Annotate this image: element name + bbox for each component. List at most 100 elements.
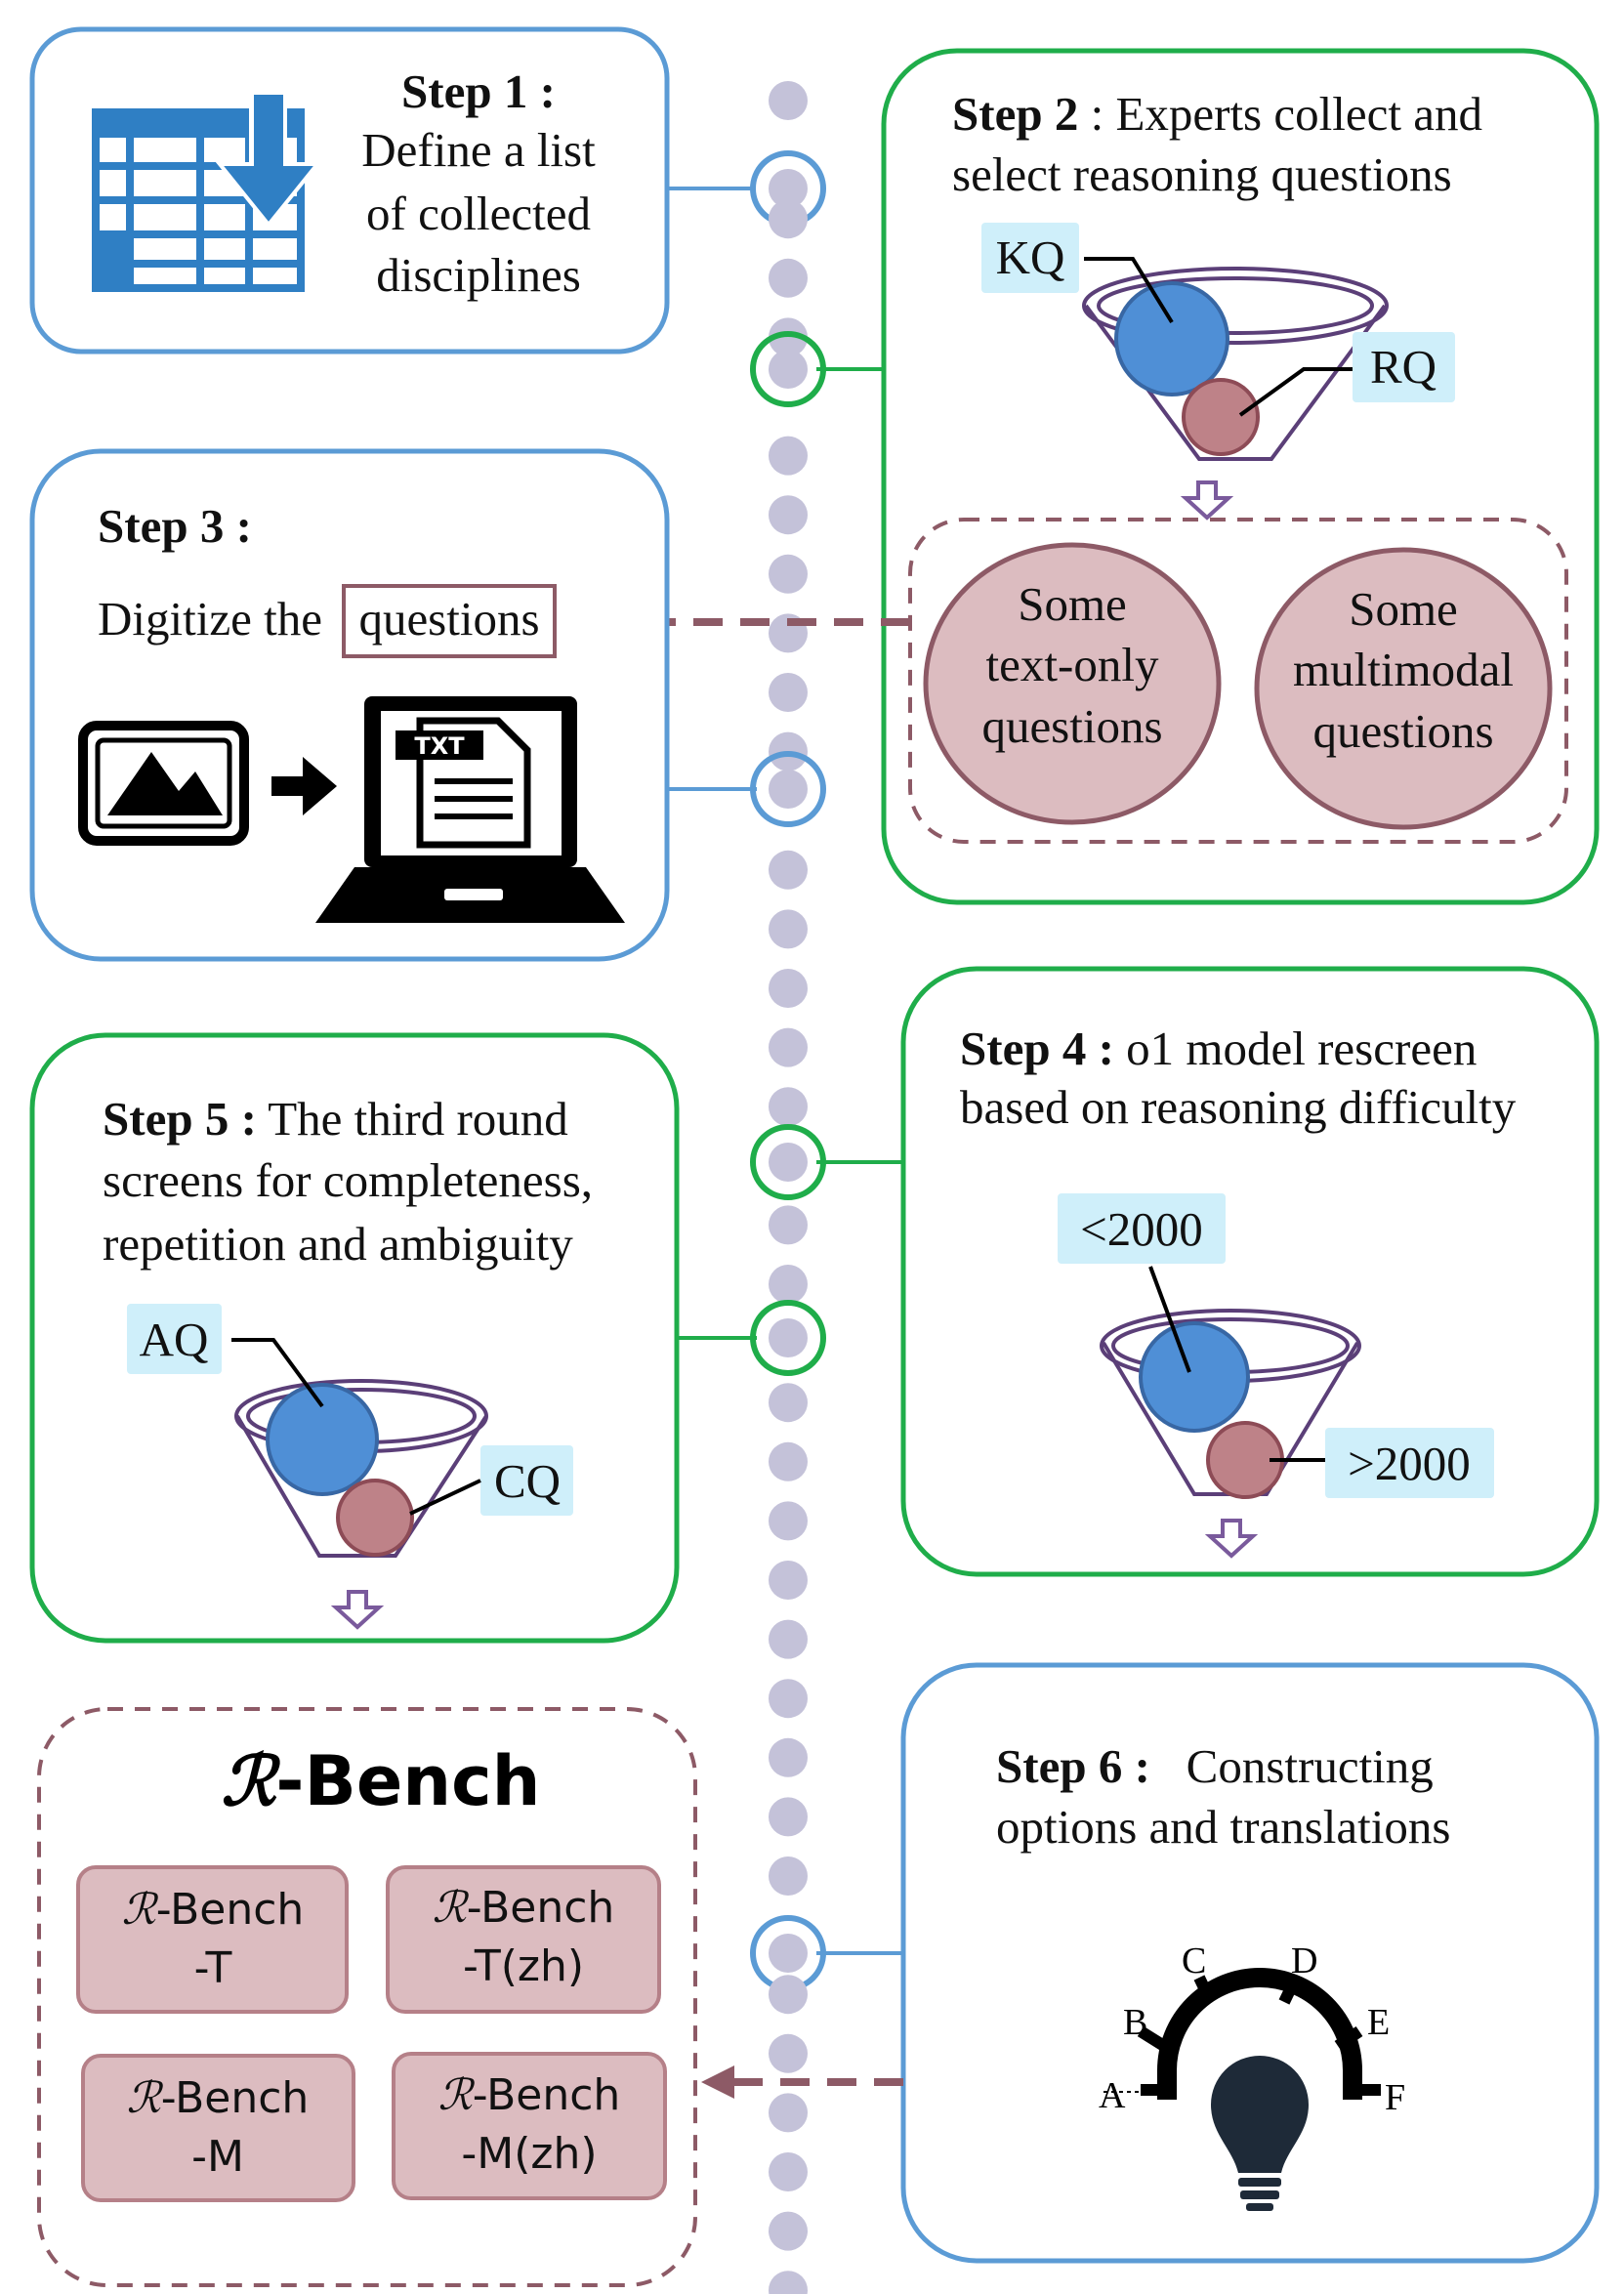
step3-boxed-word: questions bbox=[358, 592, 539, 646]
rq-tag: RQ bbox=[1370, 340, 1437, 394]
down-arrow-icon bbox=[330, 1590, 385, 1630]
option-e-label: E bbox=[1367, 2002, 1390, 2043]
svg-text:Some: Some bbox=[1018, 577, 1127, 631]
rbench-t-line1: ℛ-Bench bbox=[122, 1885, 305, 1935]
option-d-label: D bbox=[1291, 1940, 1317, 1981]
text-only-bubble: Some text-only questions bbox=[923, 542, 1222, 825]
multimodal-bubble: Some multimodal questions bbox=[1254, 547, 1553, 830]
step4-desc-line2: based on reasoning difficulty bbox=[960, 1080, 1517, 1134]
timeline-dot bbox=[769, 1737, 808, 1777]
timeline-dot bbox=[769, 258, 808, 298]
rbench-card: ℛ-Bench ℛ-Bench -T ℛ-Bench -T(zh) ℛ-Benc… bbox=[37, 1707, 697, 2287]
spreadsheet-download-icon bbox=[92, 91, 322, 292]
timeline-dot bbox=[769, 1441, 808, 1481]
option-f-label: F bbox=[1385, 2077, 1405, 2118]
timeline-dot bbox=[769, 1383, 808, 1423]
timeline-dot bbox=[769, 1265, 808, 1304]
timeline-dot bbox=[769, 909, 808, 949]
aq-tag: AQ bbox=[140, 1313, 209, 1366]
high-difficulty-tag: >2000 bbox=[1348, 1437, 1471, 1490]
option-c-label: C bbox=[1182, 1940, 1206, 1981]
step2-desc-line1: Step 2 : Experts collect and bbox=[952, 87, 1482, 141]
svg-text:Some: Some bbox=[1349, 582, 1458, 636]
svg-text:questions: questions bbox=[1312, 704, 1493, 758]
timeline-dot bbox=[769, 1679, 808, 1719]
timeline-dot bbox=[769, 850, 808, 890]
timeline-dot bbox=[769, 770, 808, 809]
step5-card: Step 5 : The third round screens for com… bbox=[29, 1032, 757, 1644]
timeline-dot bbox=[769, 199, 808, 239]
step5-desc-line2: screens for completeness, bbox=[103, 1153, 593, 1207]
step4-card: Step 4 : o1 model rescreen based on reas… bbox=[816, 966, 1600, 1577]
timeline-dot bbox=[769, 2093, 808, 2133]
rbench-m-line2: -M bbox=[191, 2132, 244, 2182]
timeline-dot bbox=[769, 554, 808, 594]
timeline-dot bbox=[769, 1318, 808, 1357]
step5-desc-line3: repetition and ambiguity bbox=[103, 1217, 573, 1271]
step3-card: Step 3 : Digitize the questions TXT bbox=[29, 448, 757, 962]
rbench-tzh-line1: ℛ-Bench bbox=[433, 1883, 615, 1933]
option-a-label: A bbox=[1099, 2075, 1126, 2116]
filter-funnel bbox=[1100, 1309, 1361, 1499]
timeline-dot bbox=[769, 317, 808, 357]
step1-line2: of collected bbox=[366, 187, 591, 240]
down-arrow-icon bbox=[1204, 1519, 1259, 1559]
rbench-tzh-line2: -T(zh) bbox=[463, 1941, 584, 1991]
right-arrow-icon bbox=[271, 757, 337, 815]
timeline-dot bbox=[769, 1619, 808, 1659]
timeline-dot bbox=[769, 1856, 808, 1896]
rbench-title: ℛ-Bench bbox=[222, 1740, 541, 1821]
timeline-dot bbox=[769, 2271, 808, 2294]
timeline-dot bbox=[769, 81, 808, 120]
low-difficulty-tag: <2000 bbox=[1080, 1202, 1203, 1256]
cq-tag: CQ bbox=[494, 1454, 561, 1508]
timeline-dot bbox=[769, 2152, 808, 2191]
step3-title: Step 3 : bbox=[98, 499, 252, 553]
option-b-label: B bbox=[1123, 2002, 1147, 2043]
kq-tag: KQ bbox=[996, 230, 1065, 284]
step1-line3: disciplines bbox=[376, 248, 581, 302]
step2-card: Step 2 : Experts collect and select reas… bbox=[816, 48, 1600, 905]
svg-text:multimodal: multimodal bbox=[1293, 643, 1514, 696]
rbench-mzh-line2: -M(zh) bbox=[461, 2129, 597, 2179]
timeline-dot bbox=[769, 1975, 808, 2015]
step6-desc-line1: Step 6 : Constructing bbox=[996, 1739, 1434, 1793]
svg-text:questions: questions bbox=[981, 699, 1162, 753]
step3-desc: Digitize the bbox=[98, 592, 322, 646]
timeline-dot bbox=[769, 169, 808, 208]
filter-funnel bbox=[234, 1379, 488, 1558]
down-arrow-icon bbox=[1180, 480, 1234, 521]
step1-title: Step 1 : bbox=[401, 64, 556, 118]
timeline-dot bbox=[769, 673, 808, 712]
timeline-dot bbox=[769, 1143, 808, 1182]
timeline-dot bbox=[769, 969, 808, 1008]
timeline-dot bbox=[769, 2033, 808, 2073]
timeline bbox=[750, 81, 826, 2294]
timeline-dot bbox=[769, 1087, 808, 1127]
laptop-txt-icon: TXT bbox=[315, 696, 625, 923]
timeline-dot bbox=[769, 1205, 808, 1245]
step5-desc-line1: Step 5 : The third round bbox=[103, 1092, 568, 1146]
lightbulb-options-icon: A B C D E F bbox=[1099, 1940, 1405, 2211]
rbench-m-line1: ℛ-Bench bbox=[127, 2073, 310, 2123]
step1-card: Step 1 : Define a list of collected disc… bbox=[29, 26, 752, 355]
timeline-dot bbox=[769, 1561, 808, 1600]
timeline-dot bbox=[769, 436, 808, 476]
timeline-dot bbox=[769, 2211, 808, 2251]
rbench-mzh-line1: ℛ-Bench bbox=[438, 2070, 621, 2120]
svg-text:text-only: text-only bbox=[986, 638, 1159, 691]
timeline-dot bbox=[769, 350, 808, 389]
timeline-dot bbox=[769, 1797, 808, 1837]
step6-desc-line2: options and translations bbox=[996, 1800, 1450, 1854]
rbench-t-line2: -T bbox=[194, 1943, 232, 1993]
step1-line1: Define a list bbox=[361, 123, 596, 177]
step6-card: Step 6 : Constructing options and transl… bbox=[816, 1662, 1600, 2264]
image-icon bbox=[78, 721, 249, 846]
filter-funnel bbox=[1082, 267, 1389, 461]
step2-desc-line2: select reasoning questions bbox=[952, 147, 1452, 201]
step4-desc-line1: Step 4 : o1 model rescreen bbox=[960, 1022, 1477, 1075]
txt-file-label: TXT bbox=[414, 732, 465, 760]
timeline-dot bbox=[769, 1934, 808, 1973]
timeline-dot bbox=[769, 495, 808, 535]
timeline-dot bbox=[769, 1027, 808, 1067]
